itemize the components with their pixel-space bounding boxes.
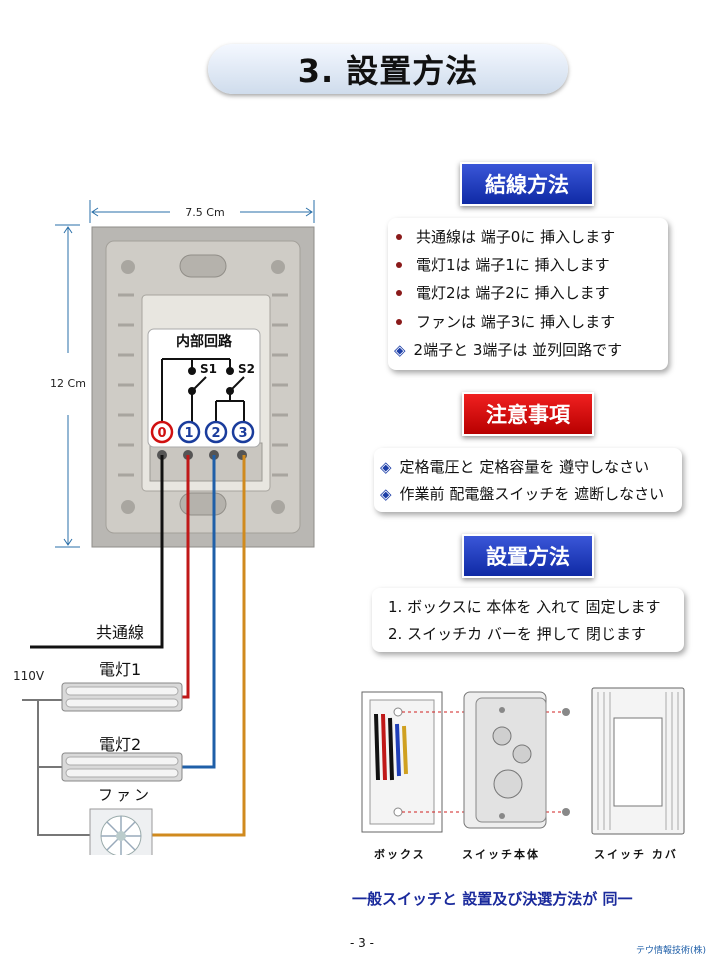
s2-label: S2 — [238, 362, 255, 376]
list-item: ファンは 端子3に 挿入します — [396, 311, 615, 332]
bullet-icon — [396, 318, 402, 325]
terminal-3 — [231, 420, 255, 444]
list-item: ◈ 定格電圧と 定格容量を 遵守しなさい — [380, 456, 649, 477]
common-wire — [30, 455, 164, 649]
height-label: 12 Cm — [50, 377, 86, 390]
installation-card: 1. ボックスに 本体を 入れて 固定します 2. スイッチカ バーを 押して … — [372, 588, 684, 652]
list-item: 共通線は 端子0に 挿入します — [396, 226, 615, 247]
company-name: テウ情報技術(株) — [636, 946, 707, 956]
terminal-1-label: 1 — [184, 426, 193, 441]
page-number: - 3 - — [350, 936, 374, 950]
diamond-icon: ◈ — [394, 340, 406, 359]
height-dimension — [55, 224, 80, 548]
screw-icon — [562, 708, 570, 816]
light1-wire — [182, 455, 190, 699]
terminal-2-label: 2 — [211, 426, 220, 441]
bullet-icon — [396, 289, 402, 296]
fan-icon — [89, 808, 153, 855]
neutral-wire — [22, 699, 90, 836]
footer-note: 一般スイッチと 設置及び決選方法が 同一 — [352, 890, 633, 908]
terminal-0 — [150, 420, 174, 444]
voltage-label: 110V — [13, 669, 45, 683]
width-label: 7.5 Cm — [185, 206, 224, 219]
page-title: 3. 設置方法 — [208, 44, 568, 94]
bullet-icon — [396, 261, 402, 268]
light2-fixture — [61, 752, 183, 782]
cautions-card: ◈ 定格電圧と 定格容量を 遵守しなさい ◈ 作業前 配電盤スイッチを 遮断しなさい — [374, 448, 682, 512]
terminal-0-label: 0 — [157, 426, 166, 441]
caption-switch-body: スイッチ本体 — [462, 848, 540, 861]
terminal-3-label: 3 — [238, 426, 247, 441]
list-item: 電灯1は 端子1に 挿入します — [396, 254, 610, 275]
switch-body-illustration — [463, 691, 547, 829]
terminal-2 — [204, 420, 228, 444]
list-item: 電灯2は 端子2に 挿入します — [396, 282, 610, 303]
installation-illustration — [361, 687, 685, 835]
wiring-method-header: 結線方法 — [460, 162, 594, 206]
cautions-header: 注意事項 — [462, 392, 594, 436]
common-wire-label: 共通線 — [96, 623, 145, 642]
installation-header: 設置方法 — [462, 534, 594, 578]
fan-label: ファン — [98, 786, 153, 804]
wiring-item-2: 電灯2は 端子2に 挿入します — [416, 284, 610, 302]
caption-switch-cover: スイッチ カバ — [594, 848, 678, 861]
s1-label: S1 — [200, 362, 217, 376]
circuit-title: 内部回路 — [176, 333, 233, 350]
light1-fixture — [61, 682, 183, 712]
light2-wire — [182, 455, 216, 769]
list-item: ◈ 作業前 配電盤スイッチを 遮断しなさい — [380, 483, 664, 504]
wires — [30, 455, 246, 837]
list-item: 2. スイッチカ バーを 押して 閉じます — [388, 625, 646, 643]
width-dimension — [89, 200, 315, 223]
list-item: 1. ボックスに 本体を 入れて 固定します — [388, 598, 661, 616]
wiring-method-card: 共通線は 端子0に 挿入します 電灯1は 端子1に 挿入します 電灯2は 端子2… — [388, 218, 668, 370]
diamond-icon: ◈ — [380, 484, 392, 503]
wiring-item-3: ファンは 端子3に 挿入します — [416, 313, 616, 331]
wiring-diagram: 7.5 Cm 12 Cm — [22, 200, 315, 855]
fan-wire — [152, 455, 246, 837]
box-illustration — [361, 691, 443, 833]
diamond-icon: ◈ — [380, 457, 392, 476]
list-item: ◈ 2端子と 3端子は 並列回路です — [394, 339, 622, 360]
internal-circuit-panel: 内部回路 S1 S2 0 1 2 3 — [147, 328, 261, 448]
caution-item-0: 定格電圧と 定格容量を 遵守しなさい — [399, 458, 650, 476]
wiring-item-1: 電灯1は 端子1に 挿入します — [416, 256, 610, 274]
terminal-1 — [177, 420, 201, 444]
wiring-note: 2端子と 3端子は 並列回路です — [413, 341, 623, 359]
bullet-icon — [396, 233, 402, 240]
caption-box: ボックス — [374, 848, 426, 861]
wiring-item-0: 共通線は 端子0に 挿入します — [416, 228, 616, 246]
light1-label: 電灯1 — [99, 660, 142, 679]
switch-cover-illustration — [591, 687, 685, 835]
caution-item-1: 作業前 配電盤スイッチを 遮断しなさい — [399, 485, 665, 503]
light2-label: 電灯2 — [99, 735, 142, 754]
